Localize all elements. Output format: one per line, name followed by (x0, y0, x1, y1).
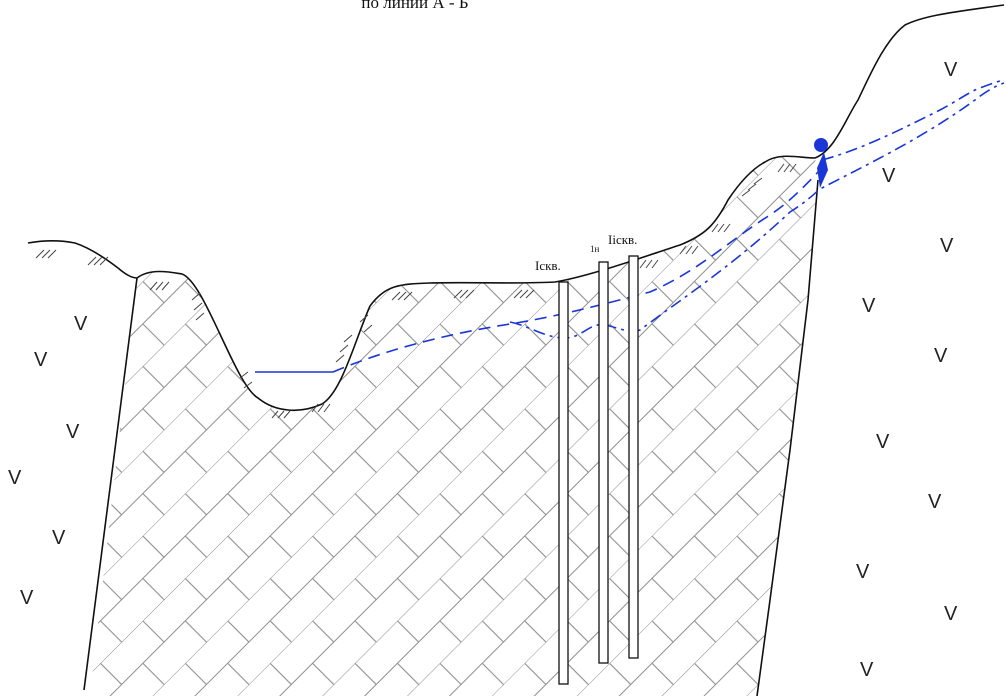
igneous-symbols: V V V V V V V V V V V V V V V V (8, 59, 958, 681)
igneous-v: V (66, 421, 80, 443)
well-2-label: 1н (590, 244, 600, 254)
right-fault-line (756, 179, 819, 696)
igneous-v: V (8, 467, 22, 489)
well-3: Iiскв. (608, 232, 639, 659)
figure-caption: по линии А - Б (361, 0, 468, 12)
spring-arrow-icon (817, 152, 828, 188)
igneous-v: V (876, 431, 890, 453)
igneous-v: V (862, 295, 876, 317)
left-fault-line (83, 277, 138, 691)
igneous-v: V (74, 313, 88, 335)
well-1: Iскв. (535, 258, 569, 685)
igneous-v: V (934, 345, 948, 367)
well-2: 1н (590, 244, 609, 664)
igneous-v: V (34, 349, 48, 371)
well-3-label: Iiскв. (608, 232, 637, 247)
well-1-casing (558, 281, 569, 685)
igneous-v: V (944, 59, 958, 81)
well-2-casing (598, 261, 609, 664)
igneous-v: V (860, 659, 874, 681)
spring-flow-line (821, 79, 1005, 161)
piezometric-level-line (509, 82, 1005, 339)
igneous-v: V (856, 561, 870, 583)
igneous-v: V (882, 165, 896, 187)
well-3-casing (628, 255, 639, 659)
surface-soil-marks (35, 163, 797, 419)
igneous-v: V (52, 527, 66, 549)
igneous-v: V (20, 587, 34, 609)
ground-surface-line (27, 4, 1005, 412)
igneous-v: V (944, 603, 958, 625)
igneous-v: V (928, 491, 942, 513)
spring-marker (814, 138, 828, 152)
igneous-v: V (940, 235, 954, 257)
well-1-label: Iскв. (535, 258, 561, 273)
